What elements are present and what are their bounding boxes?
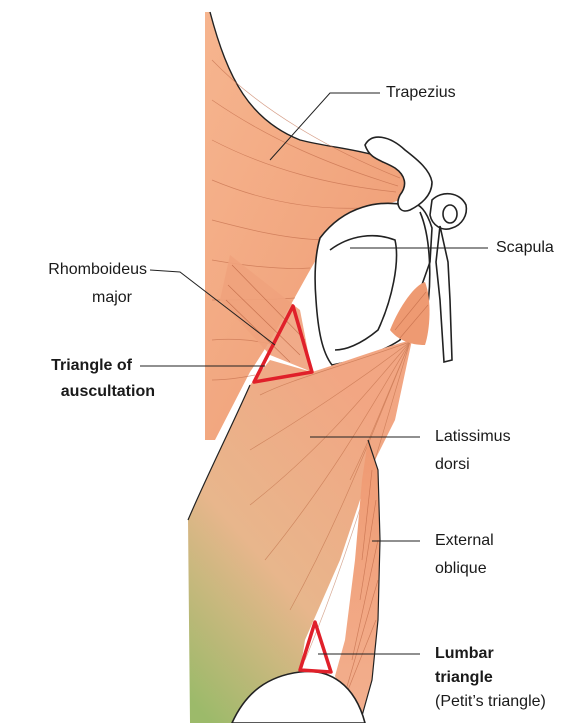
- label-rhomboideus: Rhomboideus: [48, 260, 147, 280]
- label-petits-triangle: (Petit’s triangle): [435, 692, 546, 712]
- label-triangle: triangle: [435, 668, 493, 688]
- label-scapula: Scapula: [496, 238, 554, 258]
- label-auscultation: auscultation: [61, 382, 155, 402]
- label-dorsi: dorsi: [435, 455, 470, 475]
- label-trapezius: Trapezius: [386, 83, 456, 103]
- label-latissimus: Latissimus: [435, 427, 511, 447]
- label-external: External: [435, 531, 494, 551]
- label-triangle-of: Triangle of: [51, 356, 132, 376]
- label-oblique: oblique: [435, 559, 487, 579]
- label-rhomboideus-major: major: [92, 288, 132, 308]
- label-lumbar: Lumbar: [435, 644, 494, 664]
